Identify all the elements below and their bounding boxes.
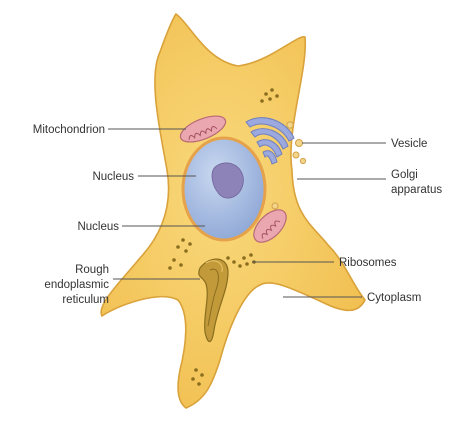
label-golgi-line1: Golgi xyxy=(391,169,418,181)
label-rough-er-line3: reticulum xyxy=(62,294,109,306)
label-mitochondrion: Mitochondrion xyxy=(33,124,105,136)
label-rough-er-line1: Rough xyxy=(75,264,109,276)
label-nucleus-outer: Nucleus xyxy=(92,171,134,183)
label-golgi-line2: apparatus xyxy=(391,184,442,196)
label-nucleus-inner: Nucleus xyxy=(77,221,119,233)
label-cytoplasm: Cytoplasm xyxy=(367,292,421,304)
label-vesicle: Vesicle xyxy=(391,138,427,150)
nucleus xyxy=(183,138,265,240)
label-ribosomes: Ribosomes xyxy=(339,257,397,269)
label-rough-er-line2: endoplasmic xyxy=(44,279,109,291)
